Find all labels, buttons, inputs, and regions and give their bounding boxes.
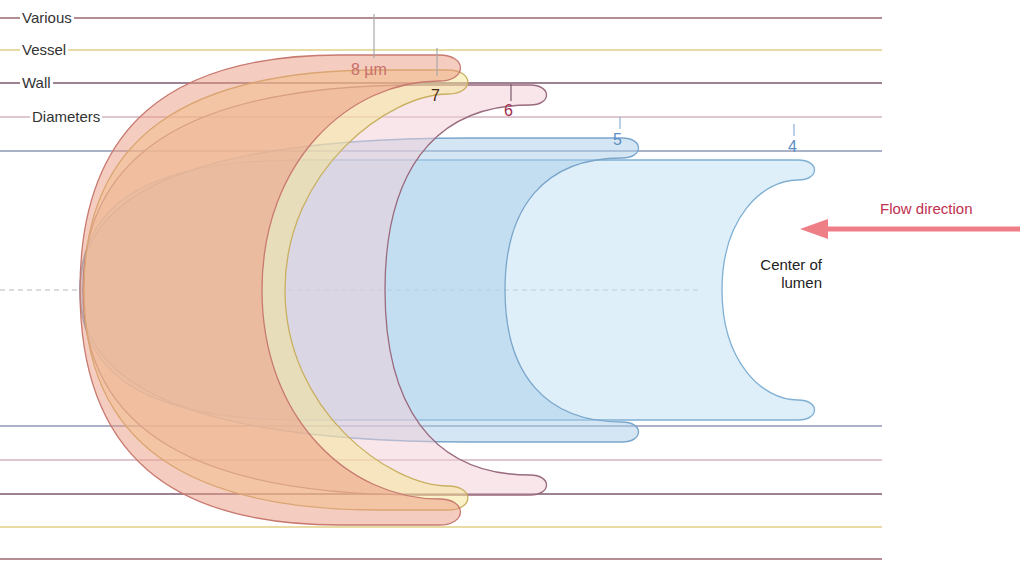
callout-number: 7 — [431, 86, 440, 105]
leader-line — [793, 124, 794, 136]
callout-number: 5 — [613, 130, 622, 149]
title-word: Vessel — [20, 41, 68, 59]
leader-line — [619, 117, 620, 129]
leader-line — [436, 48, 437, 76]
title-word: Diameters — [30, 108, 102, 126]
axis-label: Center of lumen — [740, 256, 822, 292]
flow-label: Flow direction — [880, 200, 973, 218]
callout-number: 4 — [788, 137, 797, 156]
vessel-wall-line — [0, 558, 882, 560]
callout-number: 8 µm — [351, 60, 387, 79]
leader-line — [373, 14, 374, 58]
vessel-wall-line — [0, 526, 882, 528]
vessel-wall-line — [0, 17, 882, 19]
flow-arrow-head — [800, 219, 828, 239]
title-word: Wall — [20, 74, 53, 92]
vessel-wall-line — [0, 49, 882, 51]
title-word: Various — [20, 9, 74, 27]
red-cell-shape — [80, 55, 460, 525]
flow-arrow-shaft — [820, 227, 1020, 232]
callout-number: 6 — [504, 101, 513, 120]
leader-line — [510, 84, 511, 101]
